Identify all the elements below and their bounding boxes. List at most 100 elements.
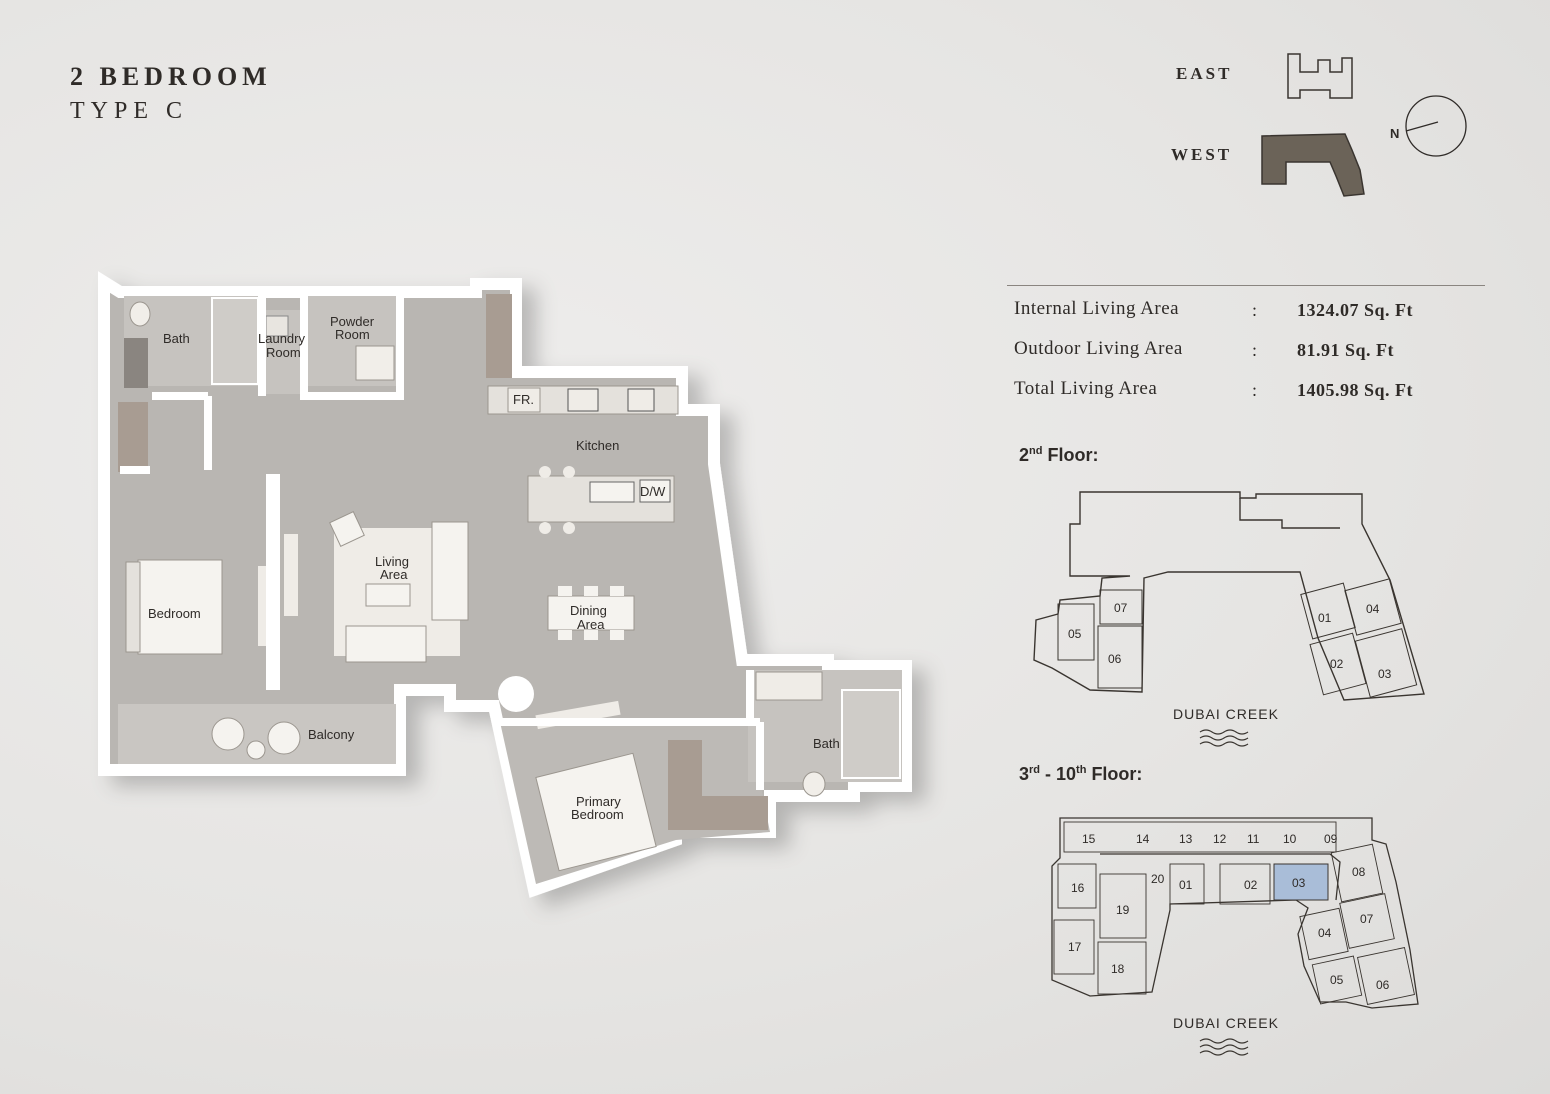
floor3-unit-04-box bbox=[1299, 907, 1349, 961]
bath1-label: Bath bbox=[163, 331, 190, 346]
island-stool bbox=[563, 522, 575, 534]
column bbox=[498, 676, 534, 712]
laundry-label-1: Laundry bbox=[258, 331, 305, 346]
fridge-label: FR. bbox=[513, 392, 534, 407]
floor2-heading: 2nd Floor: bbox=[1019, 445, 1099, 465]
floor3-creek-label: DUBAI CREEK bbox=[1173, 1015, 1279, 1031]
bath2-shower bbox=[841, 689, 901, 779]
floor2-water-icon bbox=[1199, 729, 1249, 747]
floor3-corridor bbox=[1100, 853, 1341, 901]
west-label: WEST bbox=[1171, 145, 1233, 164]
floor2-outline bbox=[1033, 491, 1425, 701]
living-sofa-2 bbox=[345, 625, 427, 663]
floor3-unit-05-box bbox=[1311, 955, 1363, 1005]
cooktop bbox=[567, 388, 599, 412]
floor3-unit-07-box bbox=[1339, 893, 1395, 949]
floor3-unit-19: 19 bbox=[1116, 903, 1130, 917]
floor3-heading: 3rd - 10th Floor: bbox=[1019, 764, 1143, 784]
floor3-unit-12: 12 bbox=[1213, 832, 1227, 846]
floor2-unit-01: 01 bbox=[1318, 611, 1332, 625]
floor3-units bbox=[1053, 821, 1415, 1005]
floor3-unit-02: 02 bbox=[1244, 878, 1258, 892]
floor3-outline bbox=[1051, 817, 1419, 1009]
powder-label-1: Powder bbox=[330, 314, 375, 329]
bedroom-label: Bedroom bbox=[148, 606, 201, 621]
plan-title: 2 BEDROOM bbox=[70, 62, 272, 91]
island-stool bbox=[563, 466, 575, 478]
bedroom-headboard bbox=[125, 561, 141, 653]
total-area-sep: : bbox=[1252, 380, 1258, 400]
living-armchair bbox=[329, 511, 365, 547]
dining-chair bbox=[610, 630, 624, 640]
floor3-unit-02-box bbox=[1219, 863, 1271, 905]
powder-label-2: Room bbox=[335, 327, 370, 342]
area-divider bbox=[1007, 285, 1485, 286]
oven bbox=[627, 388, 655, 412]
kitchen-sink bbox=[589, 481, 635, 503]
dining-chair bbox=[610, 586, 624, 596]
balcony-table bbox=[246, 740, 266, 760]
dining-chair bbox=[558, 586, 572, 596]
island-stool bbox=[539, 522, 551, 534]
bath1-vanity bbox=[124, 338, 148, 388]
floor3-unit-05: 05 bbox=[1330, 973, 1344, 987]
compass-icon bbox=[1405, 95, 1467, 157]
dining-table bbox=[547, 595, 635, 631]
floor3-unit-16: 16 bbox=[1071, 881, 1085, 895]
floor2-unit-05: 05 bbox=[1068, 627, 1082, 641]
floor3-unit-01-box bbox=[1169, 863, 1205, 905]
floor3-unit-18-box bbox=[1097, 941, 1147, 995]
floor3-unit-09: 09 bbox=[1324, 832, 1338, 846]
total-area-value: 1405.98 Sq. Ft bbox=[1297, 380, 1414, 400]
floor2-unit-07: 07 bbox=[1114, 601, 1128, 615]
floor3-unit-15: 15 bbox=[1082, 832, 1096, 846]
total-area-label: Total Living Area bbox=[1014, 378, 1158, 399]
primary-bed bbox=[535, 752, 657, 872]
floor2-unit-06: 06 bbox=[1108, 652, 1122, 666]
dishwasher-label: D/W bbox=[640, 484, 666, 499]
floor3-unit-03-highlight bbox=[1273, 863, 1329, 901]
primary-label-1: Primary bbox=[576, 794, 621, 809]
floor3-unit-16-box bbox=[1057, 863, 1097, 909]
island-stool bbox=[539, 466, 551, 478]
bedroom-bed bbox=[137, 559, 223, 655]
floor3-unit-07: 07 bbox=[1360, 912, 1374, 926]
floor3-unit-11: 11 bbox=[1247, 832, 1260, 846]
west-block-icon bbox=[1261, 133, 1365, 197]
internal-area-value: 1324.07 Sq. Ft bbox=[1297, 300, 1414, 320]
internal-area-label: Internal Living Area bbox=[1014, 298, 1180, 319]
floor3-keyplan bbox=[1051, 817, 1419, 1009]
outdoor-area-value: 81.91 Sq. Ft bbox=[1297, 340, 1395, 360]
primary-label-2: Bedroom bbox=[571, 807, 624, 822]
north-label: N bbox=[1390, 126, 1399, 141]
bath2-vanity bbox=[755, 671, 823, 701]
kitchen-label: Kitchen bbox=[576, 438, 619, 453]
floor3-unit-06: 06 bbox=[1376, 978, 1390, 992]
dining-label-1: Dining bbox=[570, 603, 607, 618]
living-sofa bbox=[431, 521, 469, 621]
outdoor-area-label: Outdoor Living Area bbox=[1014, 338, 1183, 359]
balcony-chair bbox=[211, 717, 245, 751]
floor3-unit-08: 08 bbox=[1352, 865, 1366, 879]
tv-unit bbox=[284, 534, 298, 616]
living-label-1: Living bbox=[375, 554, 409, 569]
floor2-unit-03: 03 bbox=[1378, 667, 1392, 681]
east-label: EAST bbox=[1176, 64, 1233, 83]
floor3-row-top bbox=[1063, 821, 1337, 853]
floor3-water-icon bbox=[1199, 1038, 1249, 1056]
floor2-unit-04-box bbox=[1344, 578, 1402, 636]
bedroom-wall-divider bbox=[266, 474, 280, 690]
powder-vanity bbox=[355, 345, 395, 381]
bath1-toilet bbox=[129, 301, 151, 327]
floor2-creek-label: DUBAI CREEK bbox=[1173, 706, 1279, 722]
floor2-unit-02-box bbox=[1309, 632, 1367, 696]
floor3-unit-03: 03 bbox=[1292, 876, 1306, 890]
floor2-unit-04: 04 bbox=[1366, 602, 1380, 616]
floor3-unit-08-box bbox=[1330, 843, 1384, 903]
plan-subtitle: TYPE C bbox=[70, 98, 189, 124]
floor2-unit-07-box bbox=[1099, 589, 1143, 625]
floor2-keyplan bbox=[1033, 491, 1425, 701]
floor2-units bbox=[1057, 578, 1418, 698]
bath2-label: Bath bbox=[813, 736, 840, 751]
floor3-unit-01: 01 bbox=[1179, 878, 1193, 892]
